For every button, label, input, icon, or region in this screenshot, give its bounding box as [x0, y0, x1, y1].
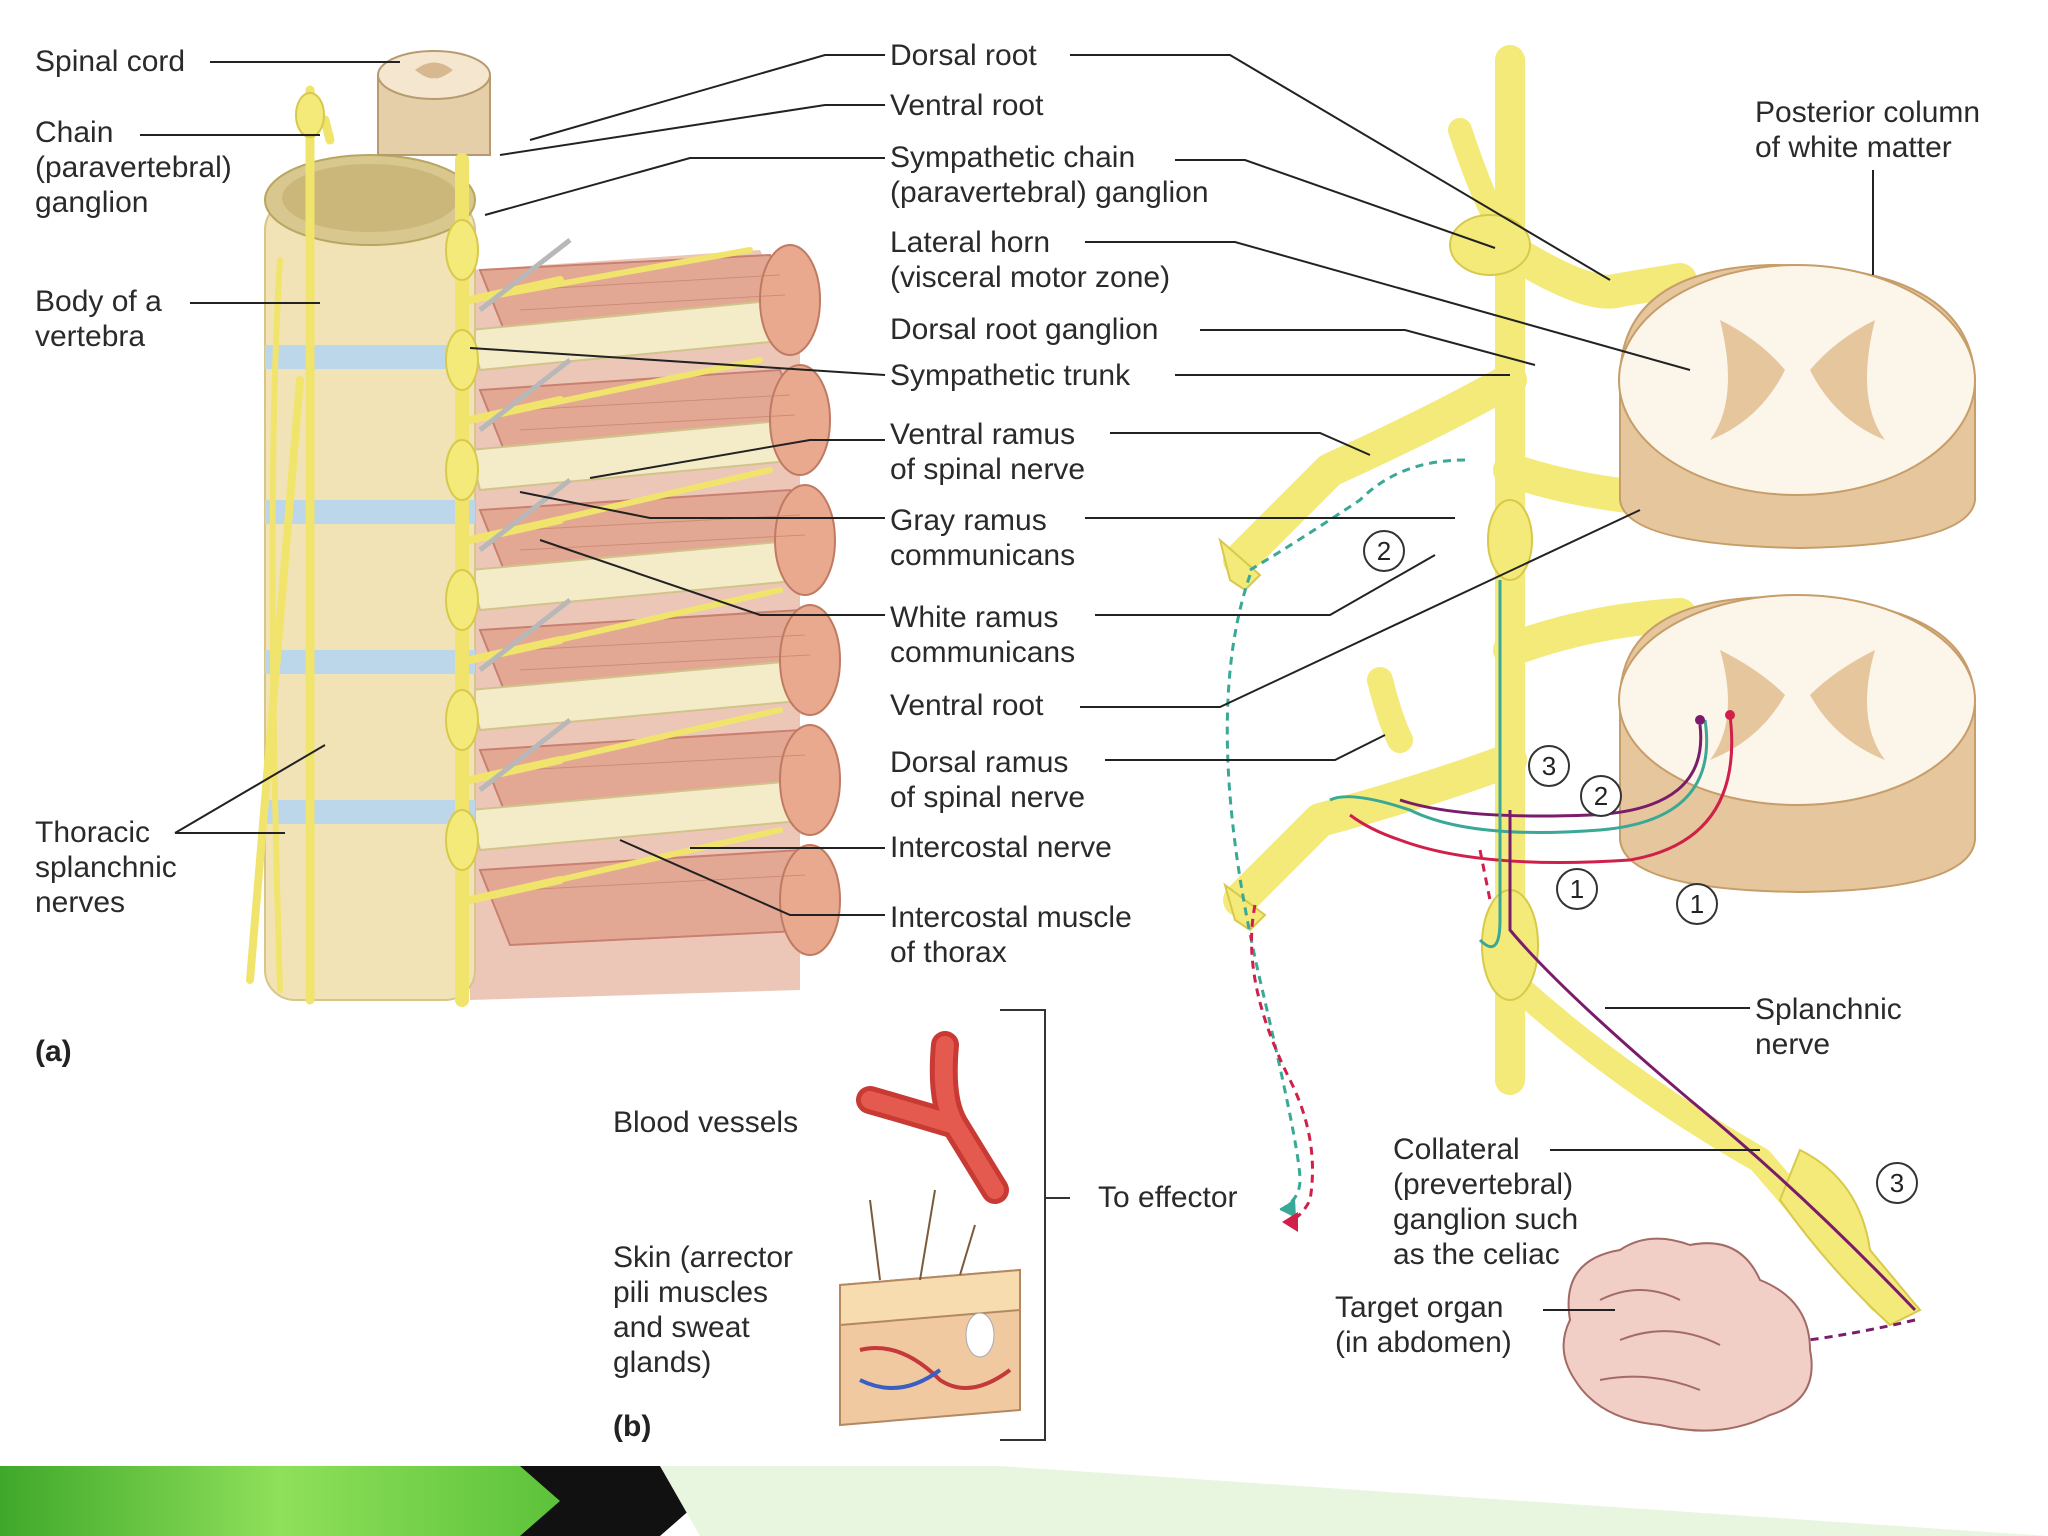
effector-illustrations — [839, 1009, 1070, 1441]
vertebral-column-illustration — [264, 50, 491, 1001]
label-ventral-ramus-line-1: Ventral ramus — [890, 418, 1076, 451]
label-collateral-ganglion-line-2: (prevertebral) — [1393, 1168, 1574, 1201]
label-spinal-cord: Spinal cord — [35, 45, 186, 78]
label-chain-ganglion-line-2: (paravertebral) — [35, 151, 232, 184]
label-collateral-ganglion-line-1: Collateral — [1393, 1133, 1520, 1166]
neuron-pathways — [1225, 458, 1917, 1347]
label-posterior-column-line-1: Posterior column — [1755, 96, 1981, 129]
label-sympathetic-chain-ganglion-line-1: Sympathetic chain — [890, 141, 1136, 174]
label-collateral-ganglion: Collateral (prevertebral) ganglion such … — [1393, 1132, 1578, 1272]
label-skin-line-4: glands) — [613, 1346, 712, 1379]
label-ventral-ramus: Ventral ramus of spinal nerve — [890, 417, 1085, 487]
panel-b-label: (b) — [613, 1410, 652, 1443]
label-collateral-ganglion-line-3: ganglion such — [1393, 1203, 1579, 1236]
spinal-nerve-schematic — [1218, 45, 1976, 1347]
label-chain-ganglion-line-3: ganglion — [35, 186, 149, 219]
label-chain-ganglion: Chain (paravertebral) ganglion — [35, 115, 232, 220]
pathway-number-3-ganglion: 3 — [1876, 1162, 1918, 1204]
rami-communicantes-illustration — [478, 238, 572, 792]
label-target-organ-line-1: Target organ — [1335, 1291, 1504, 1324]
label-skin-line-1: Skin (arrector — [613, 1241, 794, 1274]
label-ventral-root-bottom: Ventral root — [890, 689, 1044, 722]
slide-footer-bar — [0, 1466, 2048, 1536]
label-to-effector: To effector — [1098, 1181, 1238, 1214]
label-intercostal-muscle: Intercostal muscle of thorax — [890, 900, 1132, 970]
label-intercostal-nerve: Intercostal nerve — [890, 831, 1112, 864]
label-gray-ramus-line-2: communicans — [890, 539, 1076, 572]
label-body-vertebra-line-2: vertebra — [35, 320, 146, 353]
label-lateral-horn: Lateral horn (visceral motor zone) — [890, 225, 1170, 295]
label-dorsal-ramus-line-1: Dorsal ramus — [890, 746, 1069, 779]
label-body-vertebra-line-1: Body of a — [35, 285, 162, 318]
panel-a-artwork — [246, 50, 841, 1007]
label-intercostal-muscle-line-2: of thorax — [890, 936, 1007, 969]
label-gray-ramus: Gray ramus communicans — [890, 503, 1075, 573]
pathway-number-1-right: 1 — [1676, 883, 1718, 925]
label-sympathetic-trunk: Sympathetic trunk — [890, 359, 1131, 392]
label-sympathetic-chain-ganglion-line-2: (paravertebral) ganglion — [890, 176, 1209, 209]
intercostal-muscles-illustration — [468, 244, 841, 1000]
leader-lines — [140, 54, 1874, 1311]
label-dorsal-ramus-line-2: of spinal nerve — [890, 781, 1086, 814]
label-ventral-root-top: Ventral root — [890, 89, 1044, 122]
pathway-number-2-mid: 2 — [1580, 775, 1622, 817]
label-skin-line-2: pili muscles — [613, 1276, 769, 1309]
label-target-organ-line-2: (in abdomen) — [1335, 1326, 1512, 1359]
label-skin-line-3: and sweat — [613, 1311, 750, 1344]
label-target-organ: Target organ (in abdomen) — [1335, 1290, 1512, 1360]
label-gray-ramus-line-1: Gray ramus — [890, 504, 1047, 537]
label-thoracic-splanchnic-line-1: Thoracic — [35, 816, 151, 849]
label-white-ramus-line-1: White ramus — [890, 601, 1059, 634]
label-thoracic-splanchnic-line-3: nerves — [35, 886, 126, 919]
blood-vessel-illustration — [856, 1031, 1009, 1204]
chain-ganglia-illustration — [295, 92, 479, 871]
label-collateral-ganglion-line-4: as the celiac — [1393, 1238, 1560, 1271]
label-blood-vessels: Blood vessels — [613, 1106, 799, 1139]
label-splanchnic-nerve: Splanchnic nerve — [1755, 992, 1902, 1062]
pathway-number-1-left: 1 — [1556, 868, 1598, 910]
effector-bracket — [1000, 1009, 1070, 1441]
spinal-cord-cross-sections — [1618, 263, 1976, 894]
label-ventral-ramus-line-2: of spinal nerve — [890, 453, 1086, 486]
label-sympathetic-chain-ganglion: Sympathetic chain (paravertebral) gangli… — [890, 140, 1209, 210]
target-organ-illustration — [1562, 1237, 1813, 1432]
label-skin: Skin (arrector pili muscles and sweat gl… — [613, 1240, 793, 1380]
label-posterior-column: Posterior column of white matter — [1755, 95, 1980, 165]
label-posterior-column-line-2: of white matter — [1755, 131, 1952, 164]
label-splanchnic-nerve-line-1: Splanchnic — [1755, 993, 1902, 1026]
panel-a-label: (a) — [35, 1035, 72, 1068]
label-intercostal-muscle-line-1: Intercostal muscle — [890, 901, 1132, 934]
label-body-vertebra: Body of a vertebra — [35, 284, 162, 354]
label-dorsal-root-ganglion: Dorsal root ganglion — [890, 313, 1159, 346]
label-dorsal-root: Dorsal root — [890, 39, 1037, 72]
label-dorsal-ramus: Dorsal ramus of spinal nerve — [890, 745, 1085, 815]
label-chain-ganglion-line-1: Chain — [35, 116, 114, 149]
label-lateral-horn-line-1: Lateral horn — [890, 226, 1051, 259]
pathway-number-2-upper: 2 — [1363, 530, 1405, 572]
label-thoracic-splanchnic-line-2: splanchnic — [35, 851, 177, 884]
label-white-ramus-line-2: communicans — [890, 636, 1076, 669]
pathway-number-3-mid: 3 — [1528, 745, 1570, 787]
label-thoracic-splanchnic: Thoracic splanchnic nerves — [35, 815, 177, 920]
label-splanchnic-nerve-line-2: nerve — [1755, 1028, 1831, 1061]
label-lateral-horn-line-2: (visceral motor zone) — [890, 261, 1171, 294]
skin-block-illustration — [839, 1189, 1021, 1427]
label-white-ramus: White ramus communicans — [890, 600, 1075, 670]
